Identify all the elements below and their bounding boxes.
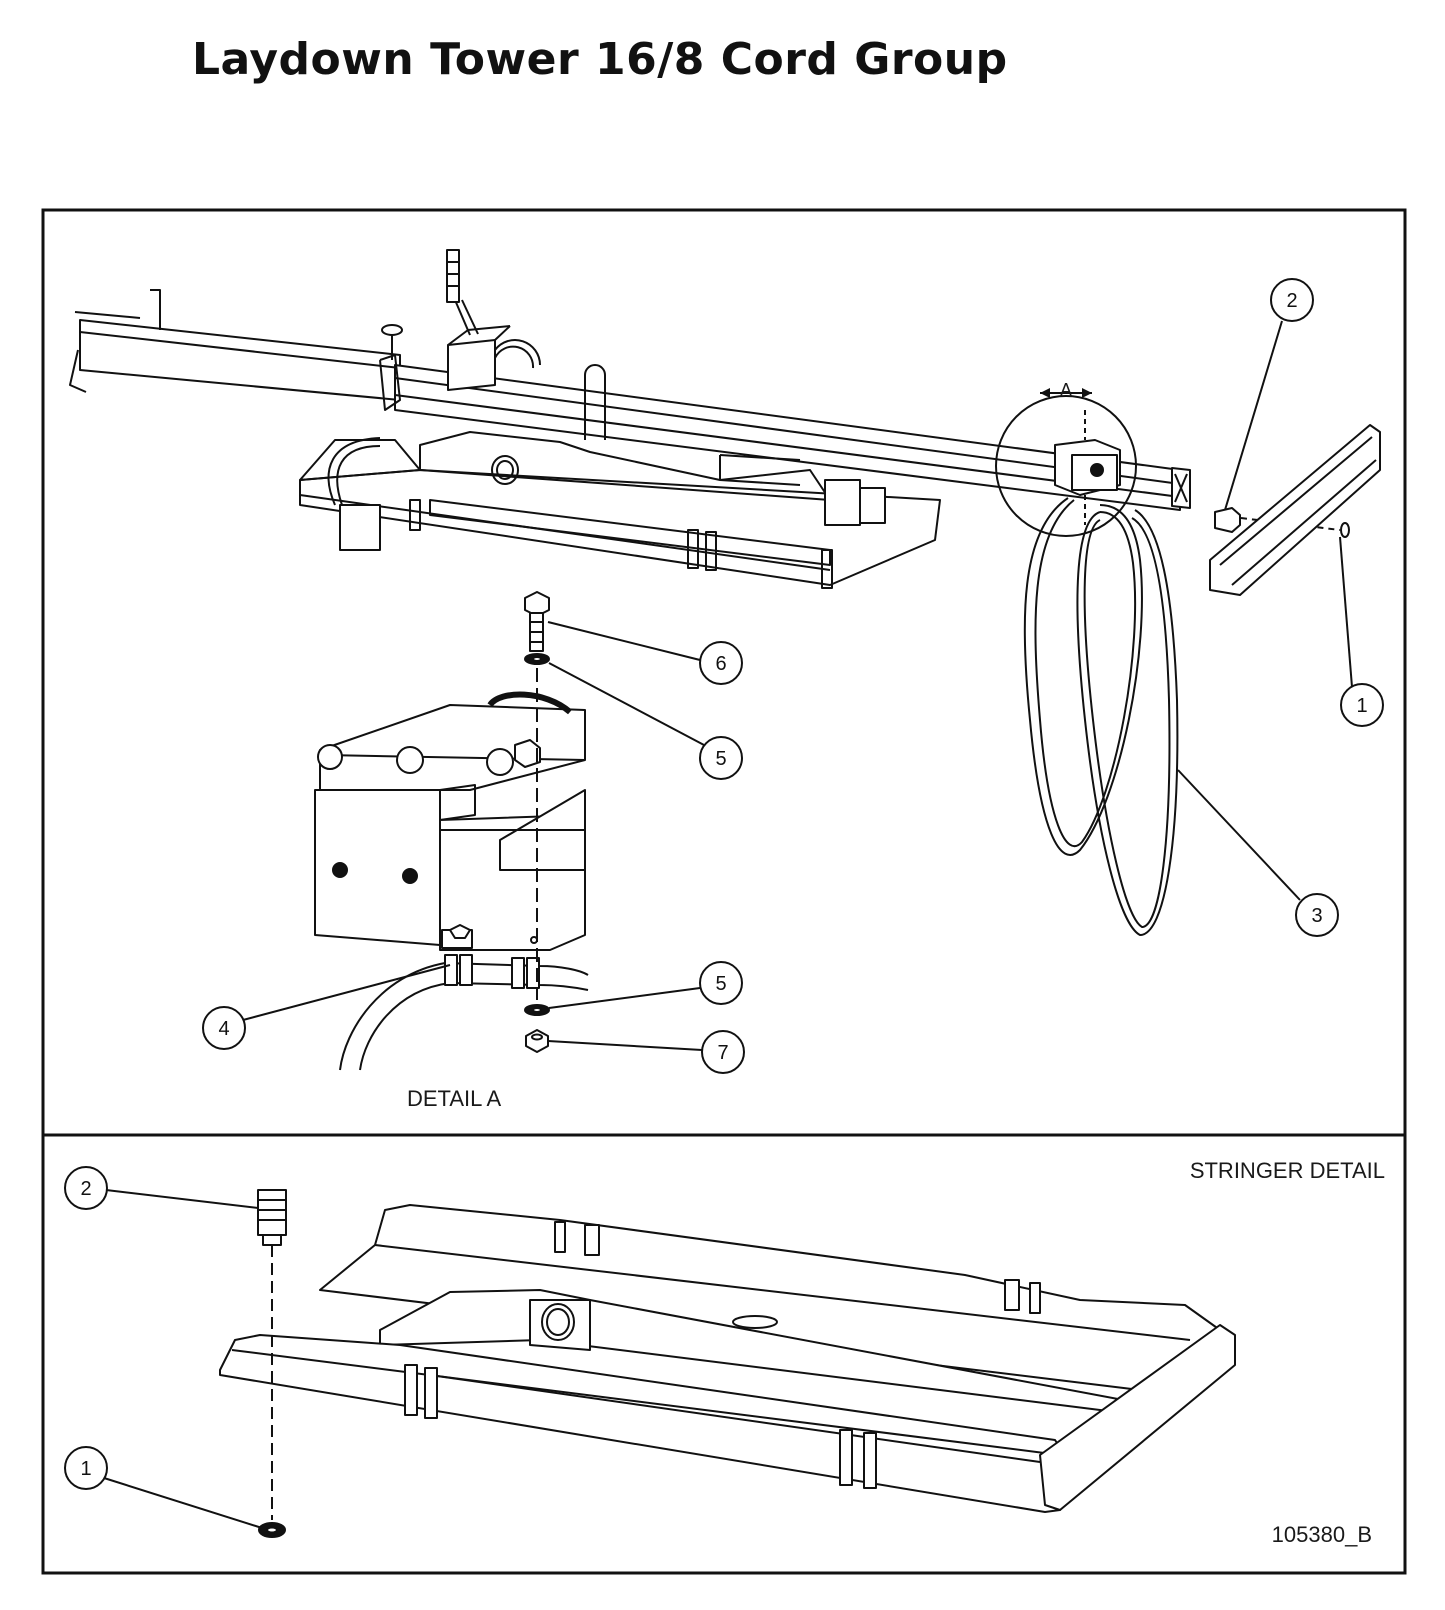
svg-text:1: 1: [1356, 695, 1367, 717]
callout-detail-6: 6: [547, 621, 743, 685]
view-marker-a: A: [1040, 380, 1092, 400]
svg-text:3: 3: [1311, 905, 1322, 927]
svg-text:7: 7: [717, 1042, 728, 1064]
svg-text:2: 2: [1286, 290, 1297, 312]
callout-detail-5-bottom: 5: [548, 961, 743, 1009]
callout-detail-4: 4: [202, 964, 451, 1050]
detail-a-label: DETAIL A: [407, 1086, 501, 1111]
svg-text:1: 1: [80, 1458, 91, 1480]
callout-stringer-1: 1: [64, 1446, 263, 1529]
callout-main-3: 3: [1177, 769, 1339, 937]
tower-assembly: [69, 249, 1381, 936]
callout-main-1: 1: [1339, 536, 1384, 727]
detail-a-drawing: [314, 591, 589, 1071]
callout-detail-5-top: 5: [548, 662, 743, 780]
callout-stringer-2: 2: [64, 1166, 259, 1210]
svg-text:2: 2: [80, 1178, 91, 1200]
stringer-drawing: [219, 1189, 1236, 1538]
page-title: Laydown Tower 16/8 Cord Group: [192, 34, 1008, 85]
callout-main-2: 2: [1224, 278, 1314, 511]
svg-text:4: 4: [218, 1018, 229, 1040]
stringer-view-frame: [41, 1133, 1407, 1575]
svg-text:6: 6: [715, 653, 726, 675]
callout-detail-7: 7: [547, 1030, 745, 1074]
svg-text:5: 5: [715, 748, 726, 770]
svg-text:5: 5: [715, 973, 726, 995]
view-marker-letter: A: [1060, 380, 1072, 400]
stringer-detail-label: STRINGER DETAIL: [1190, 1158, 1385, 1183]
drawing-number: 105380_B: [1272, 1522, 1372, 1547]
